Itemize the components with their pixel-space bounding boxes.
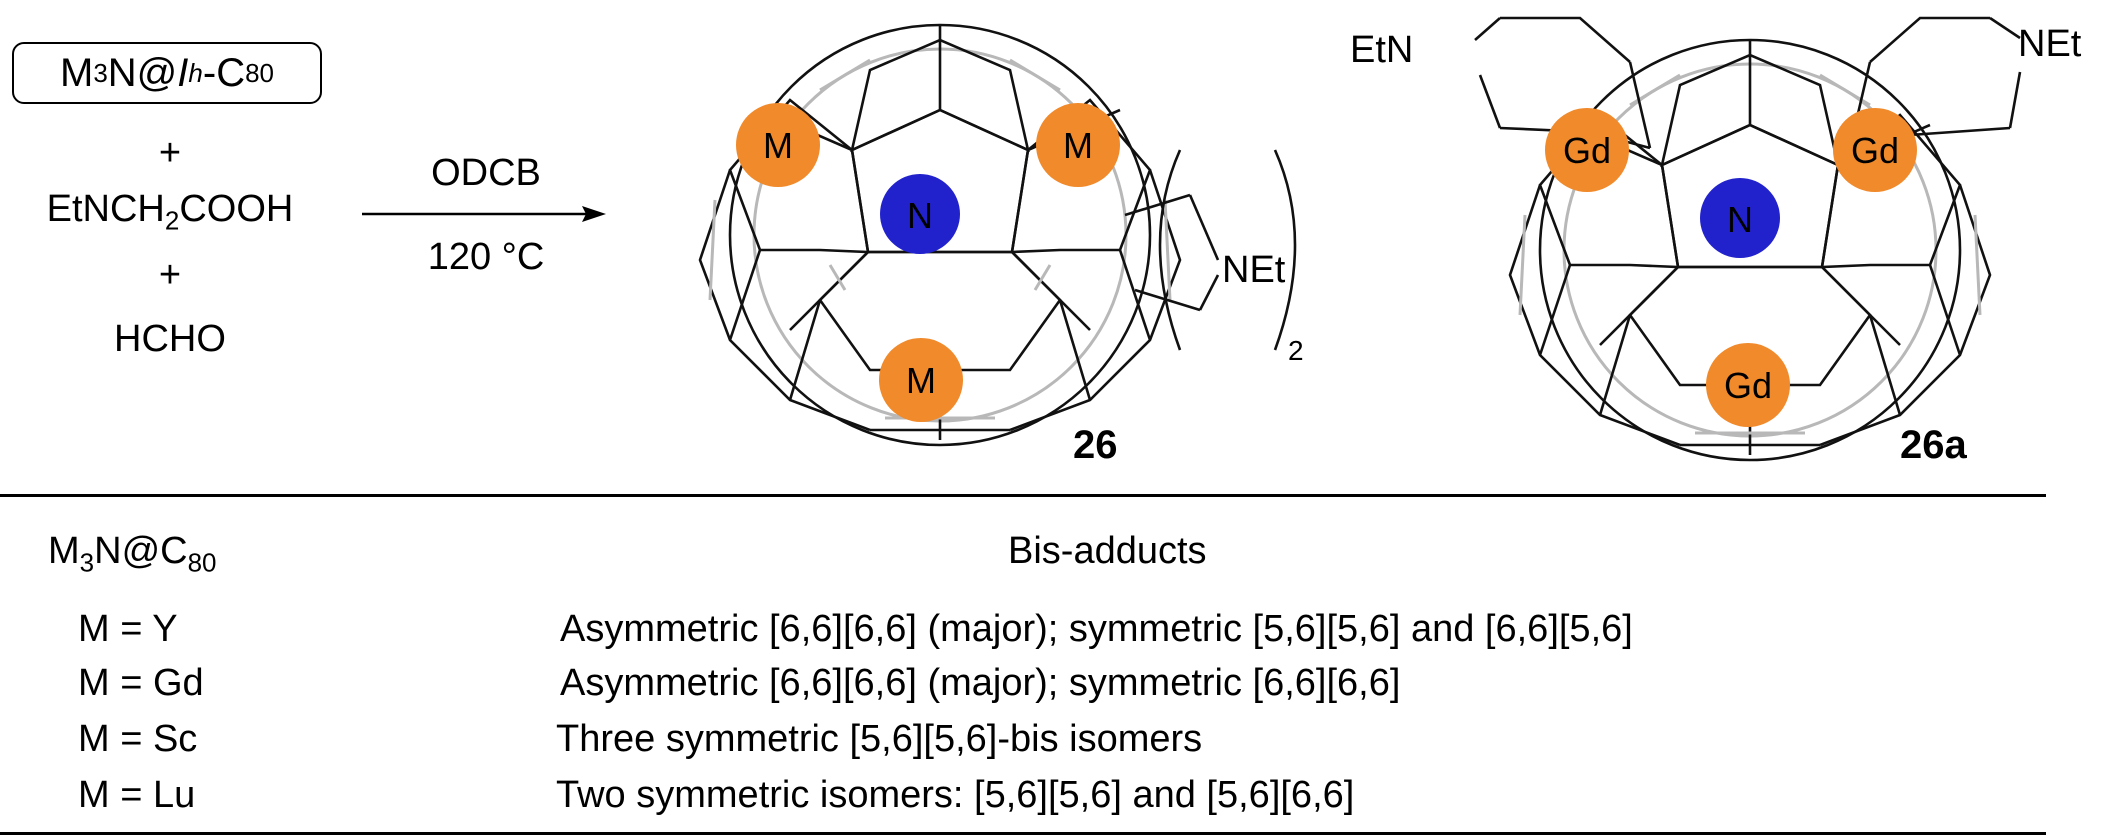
gd-label-3: Gd xyxy=(1724,365,1772,406)
table-row-metal-sc: M = Sc xyxy=(78,718,198,760)
condition-solvent: ODCB xyxy=(431,152,541,194)
reactant-glycine: EtNCH2COOH xyxy=(0,188,340,237)
condition-temperature: 120 °C xyxy=(427,236,545,278)
reaction-arrow xyxy=(362,206,606,222)
gd-atom-2 xyxy=(1833,108,1917,192)
table-row-result-y: Asymmetric [6,6][6,6] (major); symmetric… xyxy=(560,608,1633,650)
table-header-right: Bis-adducts xyxy=(1008,530,1207,572)
gd-atom-3 xyxy=(1706,343,1790,427)
metal-atom-2 xyxy=(1036,103,1120,187)
reactant2-sub: 2 xyxy=(164,205,180,236)
reactant2-prefix: EtNCH xyxy=(46,188,165,230)
table-bottom-rule xyxy=(0,832,2046,835)
header-mid: N@C xyxy=(94,530,188,572)
header-sub1: 3 xyxy=(79,547,95,578)
compound-26-label: 26 xyxy=(1073,423,1118,467)
compound-26a-label: 26a xyxy=(1900,423,1967,467)
reactant1-mid: N@ xyxy=(107,50,178,95)
metal-label-3: M xyxy=(906,360,936,401)
nitrogen-label: N xyxy=(907,195,933,236)
gd-atom-1 xyxy=(1545,108,1629,192)
table-row-metal-gd: M = Gd xyxy=(78,662,204,704)
addend-left-label: EtN xyxy=(1350,29,1413,71)
reactant1-prefix: M xyxy=(59,50,94,95)
gd-label-2: Gd xyxy=(1851,130,1899,171)
reactant1-sub2: 80 xyxy=(245,57,275,88)
gd-label-1: Gd xyxy=(1563,130,1611,171)
nitrogen-atom xyxy=(880,174,960,254)
reactant1-italic: I xyxy=(177,50,189,95)
table-row-metal-y: M = Y xyxy=(78,608,178,650)
table-row-result-lu: Two symmetric isomers: [5,6][5,6] and [5… xyxy=(556,774,1355,816)
table-row-result-gd: Asymmetric [6,6][6,6] (major); symmetric… xyxy=(560,662,1401,704)
reactant-hcho: HCHO xyxy=(114,318,226,360)
metal-label-1: M xyxy=(763,125,793,166)
reactant2-suffix: COOH xyxy=(179,188,294,230)
header-prefix: M xyxy=(48,530,80,572)
header-sub2: 80 xyxy=(187,547,217,578)
table-row-metal-lu: M = Lu xyxy=(78,774,196,816)
table-top-rule xyxy=(0,494,2046,497)
table-row-result-sc: Three symmetric [5,6][5,6]-bis isomers xyxy=(556,718,1203,760)
plus-sign-2: + xyxy=(158,254,182,296)
metal-label-2: M xyxy=(1063,125,1093,166)
addend-multiplier: 2 xyxy=(1288,335,1304,366)
addend-net-label: NEt xyxy=(1222,249,1286,291)
fullerene-26: NEt 2 M M M N 26 xyxy=(698,23,1304,467)
metal-atom-1 xyxy=(736,103,820,187)
nitrogen-atom-26a xyxy=(1700,178,1780,258)
fullerene-26a: EtN NEt Gd Gd Gd N 26a xyxy=(1350,16,2082,467)
reactant1-sub1: 3 xyxy=(93,57,108,88)
plus-sign-1: + xyxy=(158,132,182,174)
metal-atom-3 xyxy=(879,338,963,422)
reactant1-sub-italic: h xyxy=(188,57,203,88)
table-header-left: M3N@C80 xyxy=(48,530,217,579)
reactant1-suffix: -C xyxy=(202,50,246,95)
nitrogen-label-26a: N xyxy=(1727,199,1753,240)
addend-right-label: NEt xyxy=(2018,23,2082,65)
